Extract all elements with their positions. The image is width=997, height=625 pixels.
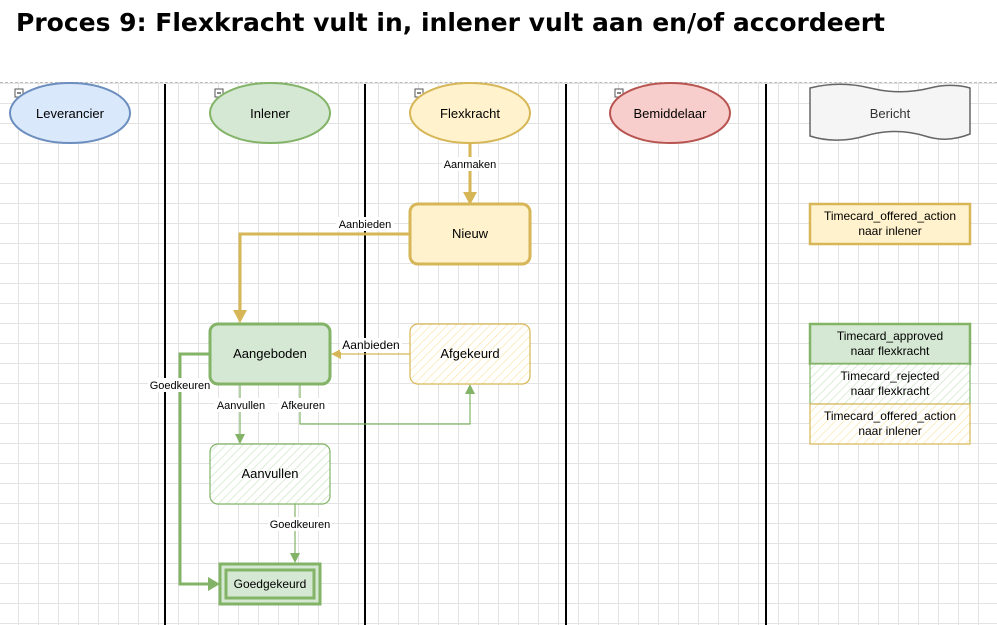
transition-label: Aanmaken [444,159,497,171]
message-rejected[interactable]: Timecard_rejected naar flexkracht [809,363,971,405]
lane-header-flexkracht[interactable]: Flexkracht [409,82,531,144]
transition-goedkeuren-1[interactable]: Goedkeuren [148,352,220,591]
message-approved[interactable]: Timecard_approved naar flexkracht [808,322,972,366]
state-afgekeurd[interactable]: Afgekeurd [409,323,531,385]
transition-label: Aanvullen [217,400,265,412]
lane-top-boundary [0,82,997,83]
message-line: naar inlener [858,224,921,238]
state-aangeboden[interactable]: Aangeboden [208,322,332,386]
lane-header-bemiddelaar[interactable]: Bemiddelaar [609,82,731,144]
lane-header-bericht[interactable]: Bericht [809,83,971,141]
message-line: naar inlener [858,424,921,438]
message-line: naar flexkracht [851,384,930,398]
state-label: Afgekeurd [440,346,499,361]
transition-label: Aanbieden [342,338,399,352]
message-offered-2[interactable]: Timecard_offered_action naar inlener [809,403,971,445]
state-label: Aanvullen [241,466,298,481]
state-goedgekeurd[interactable]: Goedgekeurd [218,562,322,606]
transition-aanbieden-1[interactable]: Aanbieden [233,217,410,323]
page-title: Proces 9: Flexkracht vult in, inlener vu… [16,8,885,37]
transition-aanbieden-2[interactable]: Aanbieden [331,338,410,359]
message-line: Timecard_offered_action [824,209,956,223]
message-offered-1[interactable]: Timecard_offered_action naar inlener [808,202,972,246]
lane-header-inlener[interactable]: Inlener [209,82,331,144]
transition-aanmaken[interactable]: Aanmaken [442,143,498,205]
state-nieuw[interactable]: Nieuw [408,202,532,266]
message-line: naar flexkracht [851,344,930,358]
state-label: Aangeboden [233,346,307,361]
state-aanvullen[interactable]: Aanvullen [209,443,331,505]
state-label: Nieuw [452,226,489,241]
lane-label: Bericht [870,106,911,121]
lane-label: Bemiddelaar [634,106,708,121]
lane-label: Leverancier [36,106,105,121]
transition-label: Afkeuren [281,400,325,412]
message-line: Timecard_offered_action [824,409,956,423]
lane-header-leverancier[interactable]: Leverancier [9,82,131,144]
lane-label: Flexkracht [440,106,500,121]
transition-aanvullen[interactable]: Aanvullen [214,384,268,444]
title-bar: Proces 9: Flexkracht vult in, inlener vu… [0,0,997,82]
message-line: Timecard_rejected [841,369,940,383]
state-label: Goedgekeurd [234,577,307,591]
transition-afkeuren[interactable]: Afkeuren [278,384,475,425]
message-line: Timecard_approved [837,329,943,343]
transition-label: Aanbieden [339,219,392,231]
transition-goedkeuren-2[interactable]: Goedkeuren [268,504,332,563]
transition-label: Goedkeuren [270,519,331,531]
lane-label: Inlener [250,106,290,121]
transition-label: Goedkeuren [150,380,211,392]
